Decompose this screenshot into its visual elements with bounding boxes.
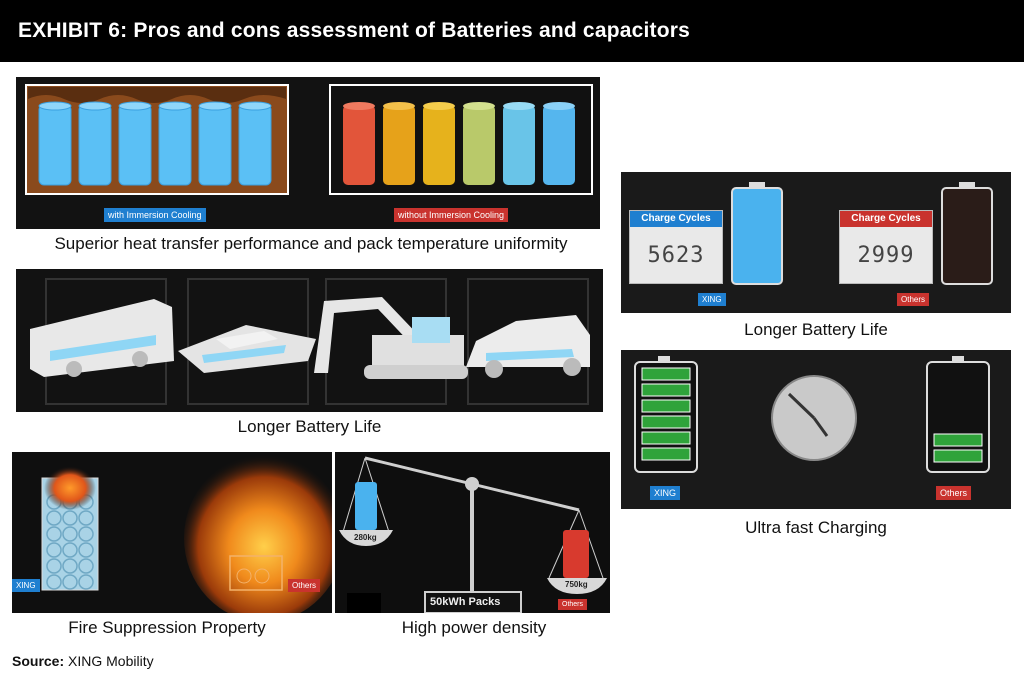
others-cycles-value: 2999 (857, 243, 915, 268)
bus-icon (30, 299, 174, 377)
others-cycles-header: Charge Cycles (840, 211, 932, 227)
clock-icon (771, 375, 857, 461)
vehicles-panel (16, 269, 603, 412)
excavator-icon (314, 297, 468, 379)
charging-xing-tag: XING (650, 486, 681, 500)
charging-panel: XING Others (621, 350, 1011, 509)
low-battery-icon (926, 356, 990, 473)
xing-battery-icon (731, 182, 783, 285)
exhibit-banner: EXHIBIT 6: Pros and cons assessment of B… (0, 0, 1024, 62)
xing-cycles-counter: Charge Cycles 5623 (629, 210, 723, 284)
exhibit-title: EXHIBIT 6: Pros and cons assessment of B… (18, 19, 690, 42)
density-others-tag: Others (558, 599, 588, 610)
charging-others-tag: Others (936, 486, 972, 500)
xing-cycles-value: 5623 (647, 243, 705, 268)
cycles-caption: Longer Battery Life (744, 320, 888, 339)
fire-caption: Fire Suppression Property (68, 618, 266, 637)
full-battery-icon (634, 356, 698, 473)
boat-icon (178, 325, 316, 373)
cycles-xing-tag: XING (698, 293, 726, 306)
density-caption: High power density (401, 618, 547, 637)
others-battery-icon (941, 182, 993, 285)
fire-others-tag: Others (288, 579, 321, 592)
car-icon (466, 315, 590, 378)
others-cycles-counter: Charge Cycles 2999 (839, 210, 933, 284)
source-label: Source: (12, 653, 65, 669)
packs-label: 50kWh Packs (430, 596, 501, 608)
scale-illustration (339, 456, 607, 613)
vehicles-caption: Longer Battery Life (237, 417, 382, 436)
charging-caption: Ultra fast Charging (745, 518, 887, 537)
cooling-caption: Superior heat transfer performance and p… (54, 234, 568, 253)
charging-illustration (634, 356, 990, 473)
without-cooling-tag: without Immersion Cooling (394, 208, 509, 222)
cooling-panel: with Immersion Cooling without Immersion… (16, 77, 600, 229)
cycles-others-tag: Others (897, 293, 930, 306)
fire-test-illustration (41, 454, 332, 613)
fire-xing-tag: XING (12, 579, 40, 592)
vehicle-applications-illustration (30, 278, 590, 405)
density-panel: 280kg 750kg 50kWh Packs Others (335, 452, 610, 613)
cycles-panel: Charge Cycles 5623 XING Charge Cycles 29… (621, 172, 1011, 313)
right-weight-label: 750kg (565, 580, 588, 589)
source-text: XING Mobility (68, 653, 154, 669)
with-cooling-tag: with Immersion Cooling (104, 208, 206, 222)
fire-panel: XING Others (12, 452, 332, 613)
left-weight-label: 280kg (354, 533, 377, 542)
cooling-illustration (25, 84, 593, 195)
source-note: Source: XING Mobility (12, 653, 154, 669)
xing-cycles-header: Charge Cycles (630, 211, 722, 227)
